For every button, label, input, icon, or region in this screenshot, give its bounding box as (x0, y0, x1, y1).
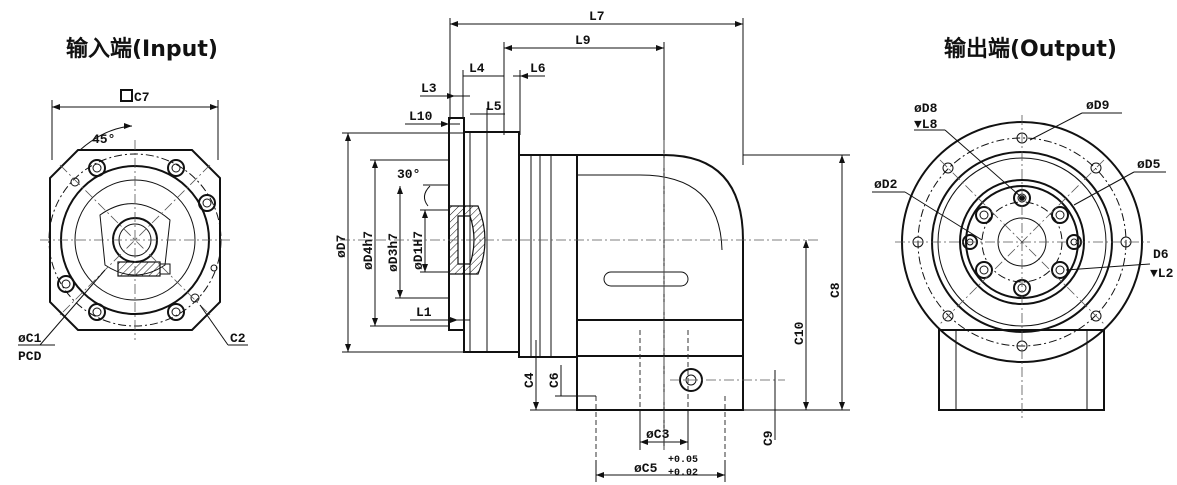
d1-label: øD1H7 (411, 231, 426, 270)
l6-label: L6 (530, 61, 546, 76)
l7-dimension: L7 (449, 9, 744, 165)
d9-leader (1029, 112, 1083, 141)
l1-label: L1 (416, 305, 432, 320)
pcd-label: PCD (18, 349, 42, 364)
c5-upper-tolerance: +0.05 (668, 455, 698, 466)
d4-dimension: øD4h7 (361, 159, 449, 327)
c10-label: C10 (792, 321, 807, 345)
adapter-body (518, 154, 578, 358)
d3-label: øD3h7 (386, 233, 401, 272)
square-symbol-icon (120, 89, 133, 102)
d4-label: øD4h7 (361, 231, 376, 270)
d5-leader (1073, 171, 1135, 206)
elbow-body (576, 154, 744, 321)
input-housing (463, 131, 520, 353)
output-view-title: 输出端(Output) (944, 36, 1117, 62)
d5-label: øD5 (1137, 157, 1161, 172)
c1-label: øC1 (18, 331, 42, 346)
d7-dimension: øD7 (334, 132, 464, 353)
l10-label: L10 (409, 109, 433, 124)
clamp-screw-section (117, 261, 161, 277)
output-base-block (938, 329, 1105, 411)
d3-dimension: øD3h7 (386, 186, 449, 299)
d6-leader (1065, 263, 1151, 271)
c10-dimension: C10 (792, 240, 809, 410)
c2-leader (199, 304, 229, 346)
angle-30-label: 30° (397, 167, 420, 182)
angle-arc-30 (424, 185, 431, 207)
d6-label: D6 (1153, 247, 1169, 262)
input-view-title: 输入端(Input) (66, 36, 218, 62)
l9-label: L9 (575, 33, 591, 48)
l7-label: L7 (589, 9, 605, 24)
l8-label: ▼L8 (914, 117, 938, 132)
d1-dimension: øD1H7 (411, 209, 449, 273)
c8-label: C8 (828, 282, 843, 298)
c7-label: C7 (134, 90, 150, 105)
c8-dimension: C8 (743, 154, 850, 411)
nameplate-slot (603, 271, 689, 287)
d9-label: øD9 (1086, 98, 1110, 113)
output-view: 输出端(Output) (872, 36, 1174, 420)
c5-label: øC5 (634, 461, 658, 476)
c6-label: C6 (547, 372, 562, 388)
c4-label: C4 (522, 372, 537, 388)
d8-leader (944, 129, 1021, 197)
clamp-screw-head (159, 263, 171, 275)
l4-label: L4 (469, 61, 485, 76)
angle-45-label: 45° (92, 132, 115, 147)
l5-label: L5 (486, 99, 502, 114)
d7-label: øD7 (334, 235, 349, 258)
output-mount (576, 319, 744, 357)
input-bolt-holes (57, 159, 218, 321)
c7-dimension: C7 (51, 89, 219, 160)
d2-label: øD2 (874, 177, 898, 192)
c5-lower-tolerance: +0.02 (668, 468, 698, 479)
d8-label: øD8 (914, 101, 938, 116)
output-base (576, 355, 744, 411)
d2-leader (904, 191, 983, 241)
l2-label: ▼L2 (1150, 266, 1174, 281)
l3-label: L3 (421, 81, 437, 96)
c1-leader (39, 269, 106, 346)
input-view: 输入端(Input) C7 (18, 36, 248, 364)
input-flange-outline (49, 149, 221, 331)
c9-label: C9 (761, 430, 776, 446)
side-view: L7 L9 L4 L6 L3 L5 L10 (334, 9, 850, 482)
c2-label: C2 (230, 331, 246, 346)
c3-label: øC3 (646, 427, 670, 442)
bore-hatch (448, 205, 486, 275)
